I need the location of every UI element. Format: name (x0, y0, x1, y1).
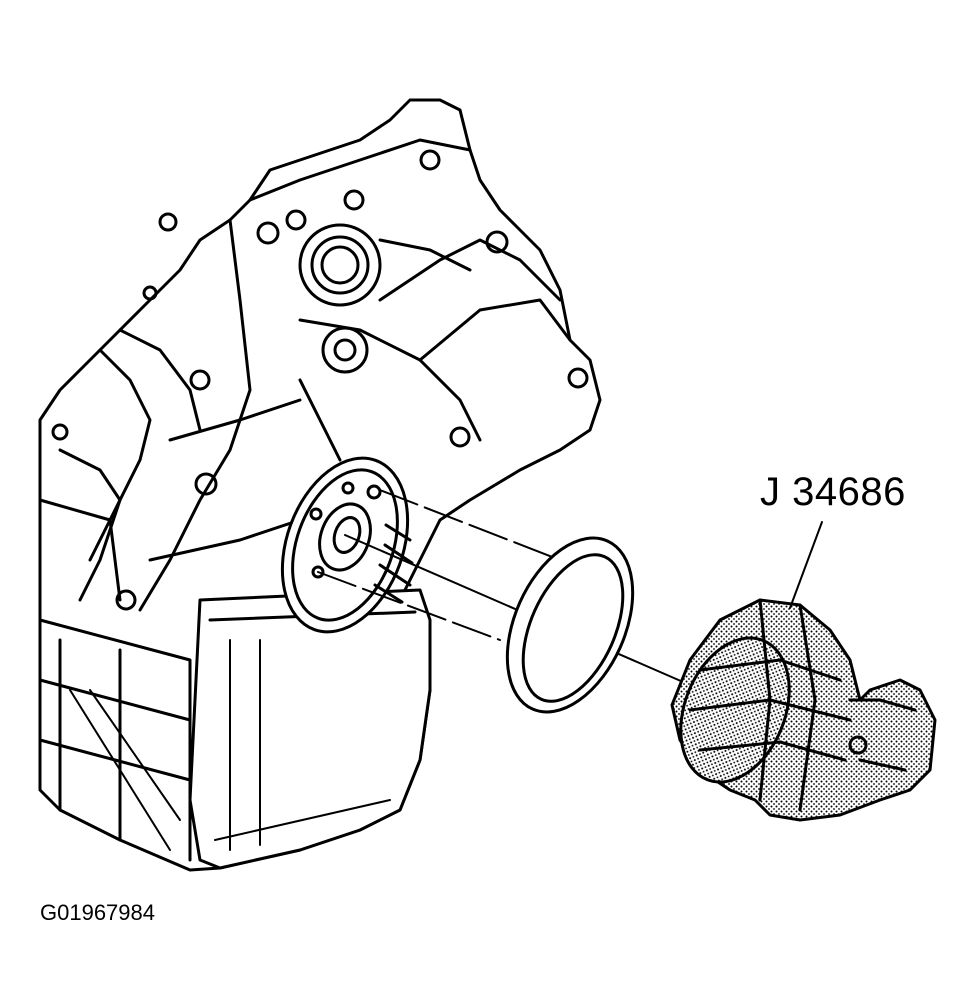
rear-seal-housing (280, 456, 414, 634)
tool-leader-line (789, 521, 823, 609)
seal-installer-tool (670, 598, 937, 822)
tool-number-label: J 34686 (760, 470, 906, 514)
figure-id-label: G01967984 (40, 900, 155, 925)
seal-ring (505, 536, 635, 714)
